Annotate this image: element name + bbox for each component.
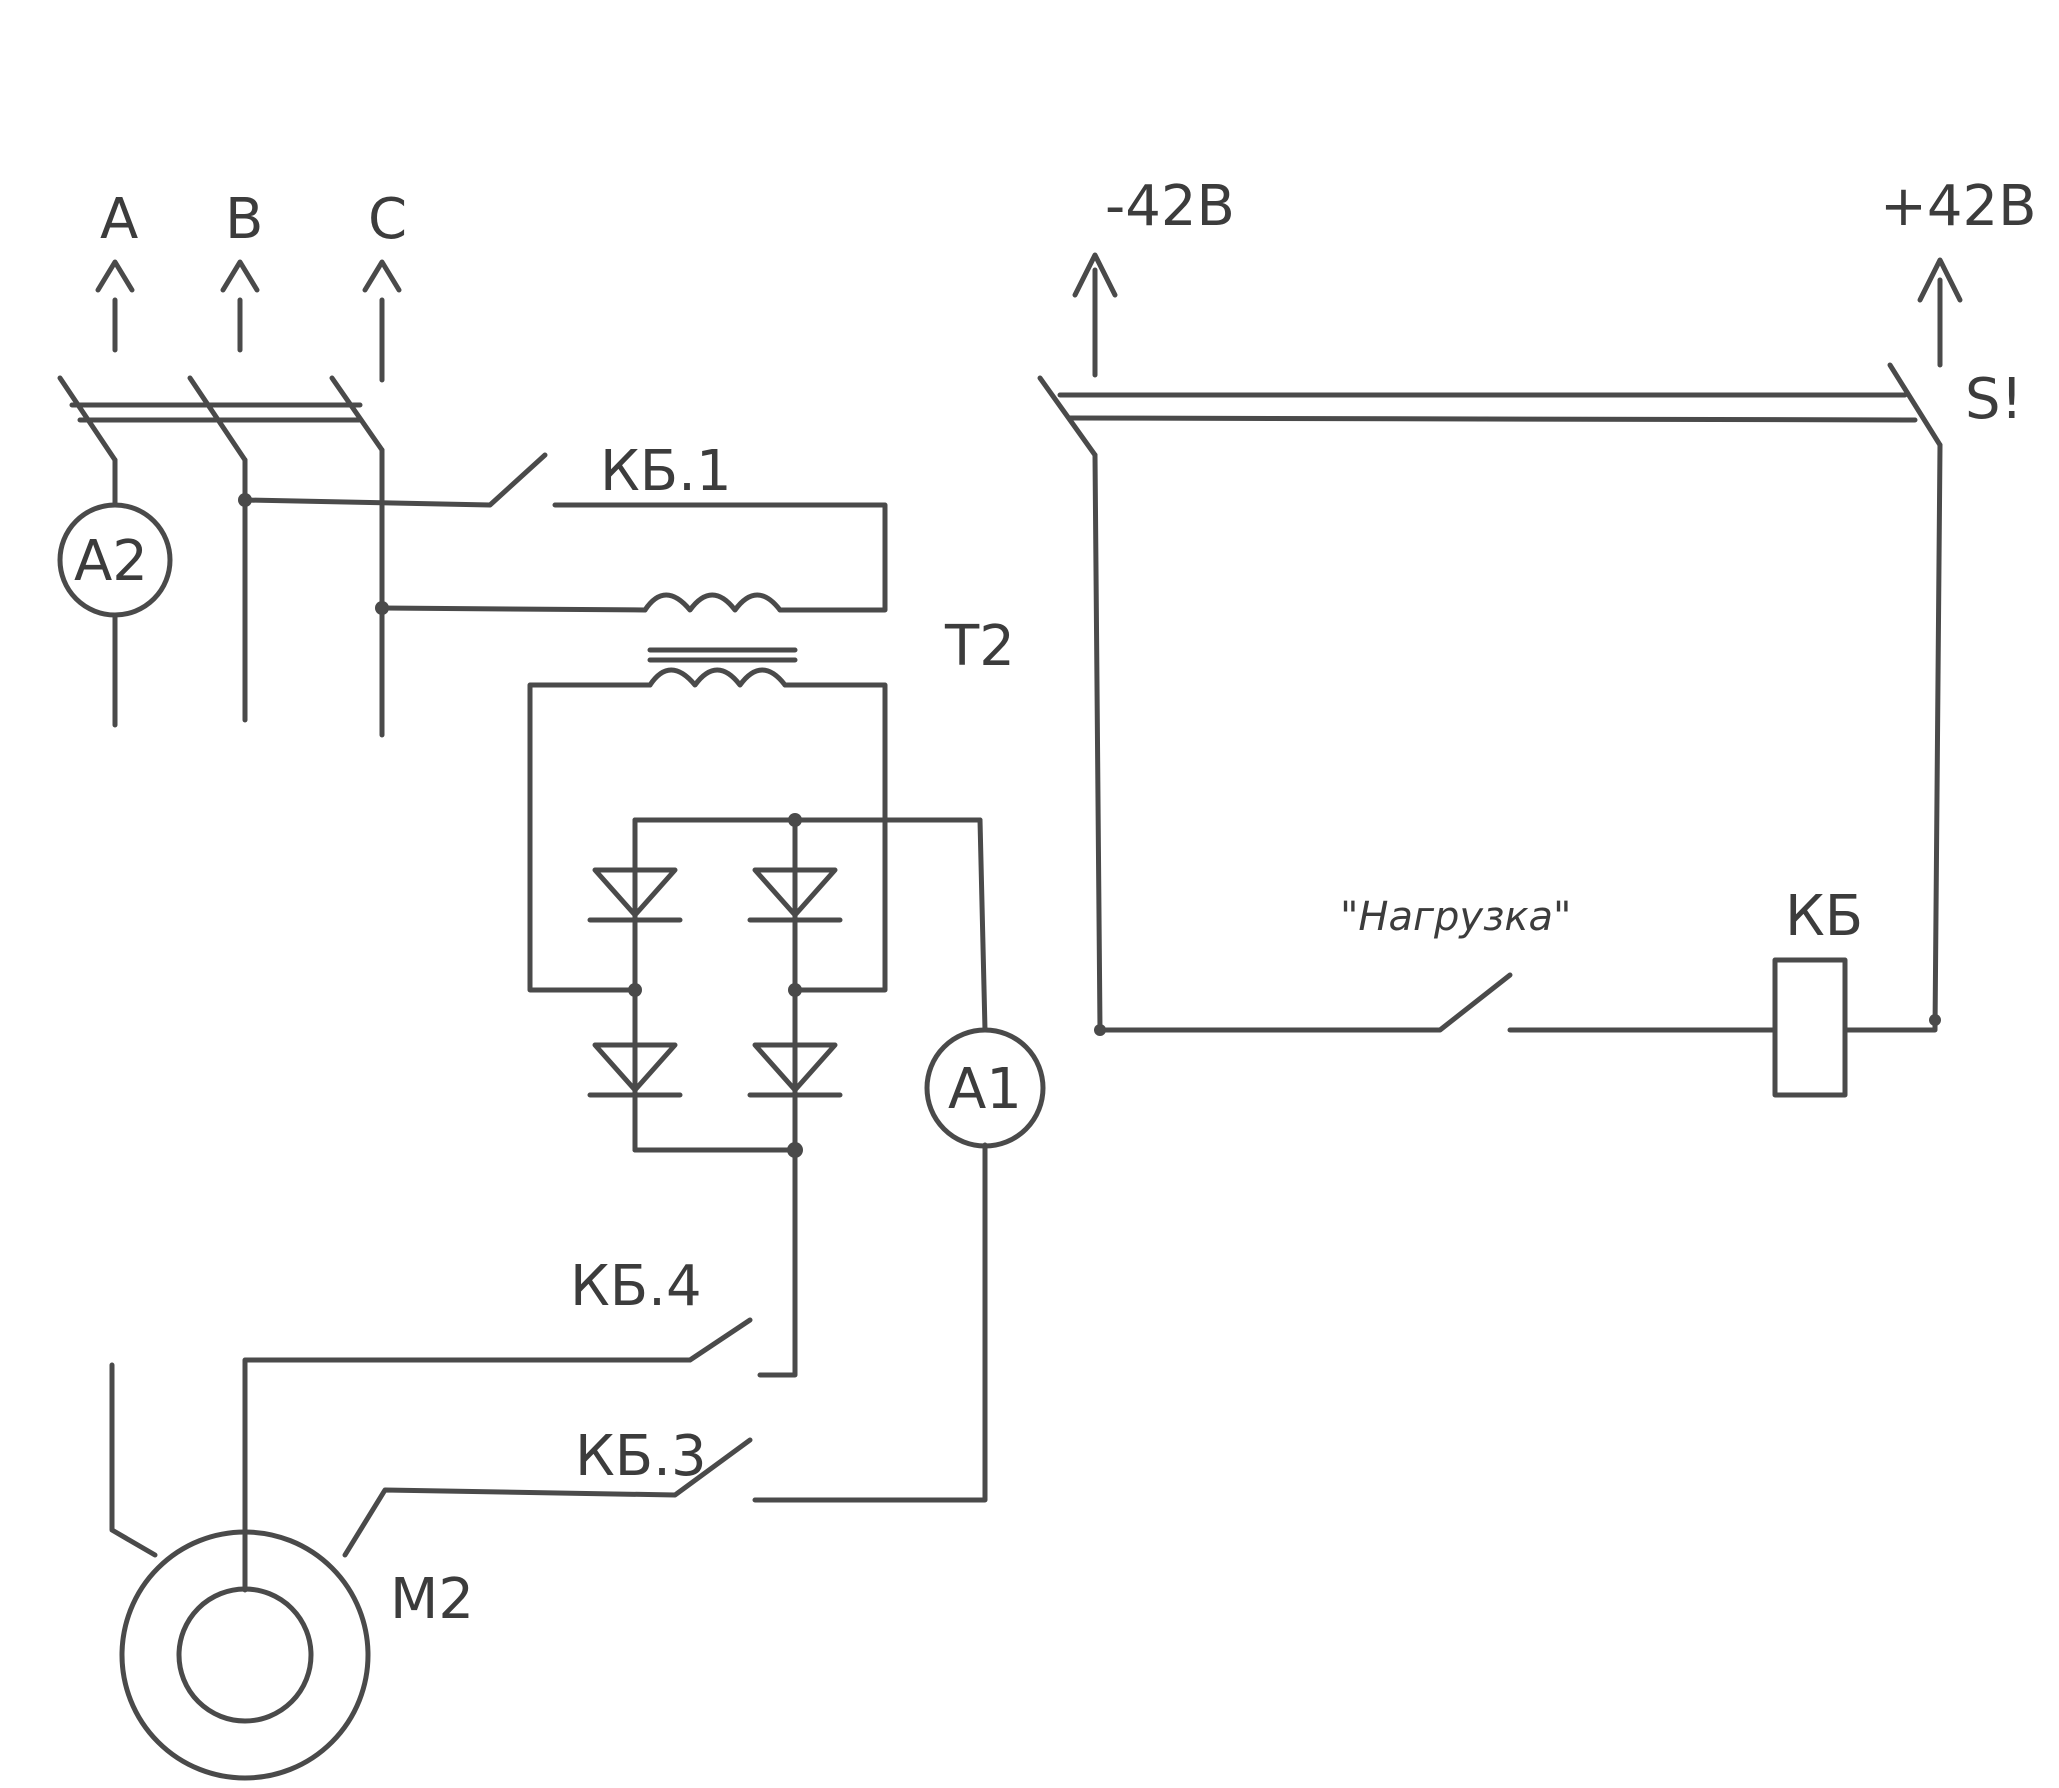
rectifier-bridge <box>587 813 983 1158</box>
secondary-left-wire <box>527 682 653 993</box>
ammeter-a2 <box>57 502 173 618</box>
motor-m2: M2 <box>109 1362 474 1781</box>
phase-b-input: B <box>220 187 263 353</box>
phase-c-label: C <box>368 187 407 252</box>
ammeter-a1-label: A1 <box>948 1057 1022 1122</box>
contact-kb4-label: КБ.4 <box>570 1254 702 1319</box>
phase-b-label: B <box>225 187 263 252</box>
diode-1 <box>587 867 683 923</box>
supply-plus-42v: +42В <box>1880 174 2037 368</box>
switch-s: S! <box>1037 362 2023 458</box>
contact-kb1-label: КБ.1 <box>600 439 732 504</box>
transformer-t2: T2 <box>375 592 1015 688</box>
supply-minus-label: -42В <box>1105 174 1235 239</box>
diode-2 <box>747 867 843 923</box>
relay-coil-kb: КБ <box>1772 884 1863 1098</box>
switch-s-label: S! <box>1965 367 2023 432</box>
relay-coil-label: КБ <box>1785 884 1863 949</box>
diode-4 <box>747 1042 843 1098</box>
contact-kb4: КБ.4 <box>242 1147 798 1593</box>
phase-a-label: A <box>100 187 138 252</box>
phase-a-line: A2 <box>57 457 173 728</box>
supply-minus-42v: -42В <box>1072 174 1235 378</box>
three-pole-breaker <box>57 375 385 463</box>
ammeter-a2-label: A2 <box>74 529 148 594</box>
phase-a-input: A <box>95 187 138 353</box>
contact-kb3: КБ.3 <box>342 1424 753 1558</box>
phase-c-input: C <box>362 187 407 383</box>
load-button-label: "Нагрузка" <box>1340 894 1571 940</box>
diode-3 <box>587 1042 683 1098</box>
control-loop: "Нагрузка" <box>1092 442 1943 1036</box>
transformer-t2-label: T2 <box>944 614 1015 679</box>
motor-m2-label: M2 <box>390 1567 474 1632</box>
contact-kb3-label: КБ.3 <box>575 1424 707 1489</box>
secondary-right-wire <box>782 682 888 993</box>
contact-kb1: КБ.1 <box>238 439 888 613</box>
supply-plus-label: +42В <box>1880 174 2037 239</box>
ammeter-a1 <box>924 1027 1046 1149</box>
dc-positive-line: A1 <box>752 817 1046 1503</box>
